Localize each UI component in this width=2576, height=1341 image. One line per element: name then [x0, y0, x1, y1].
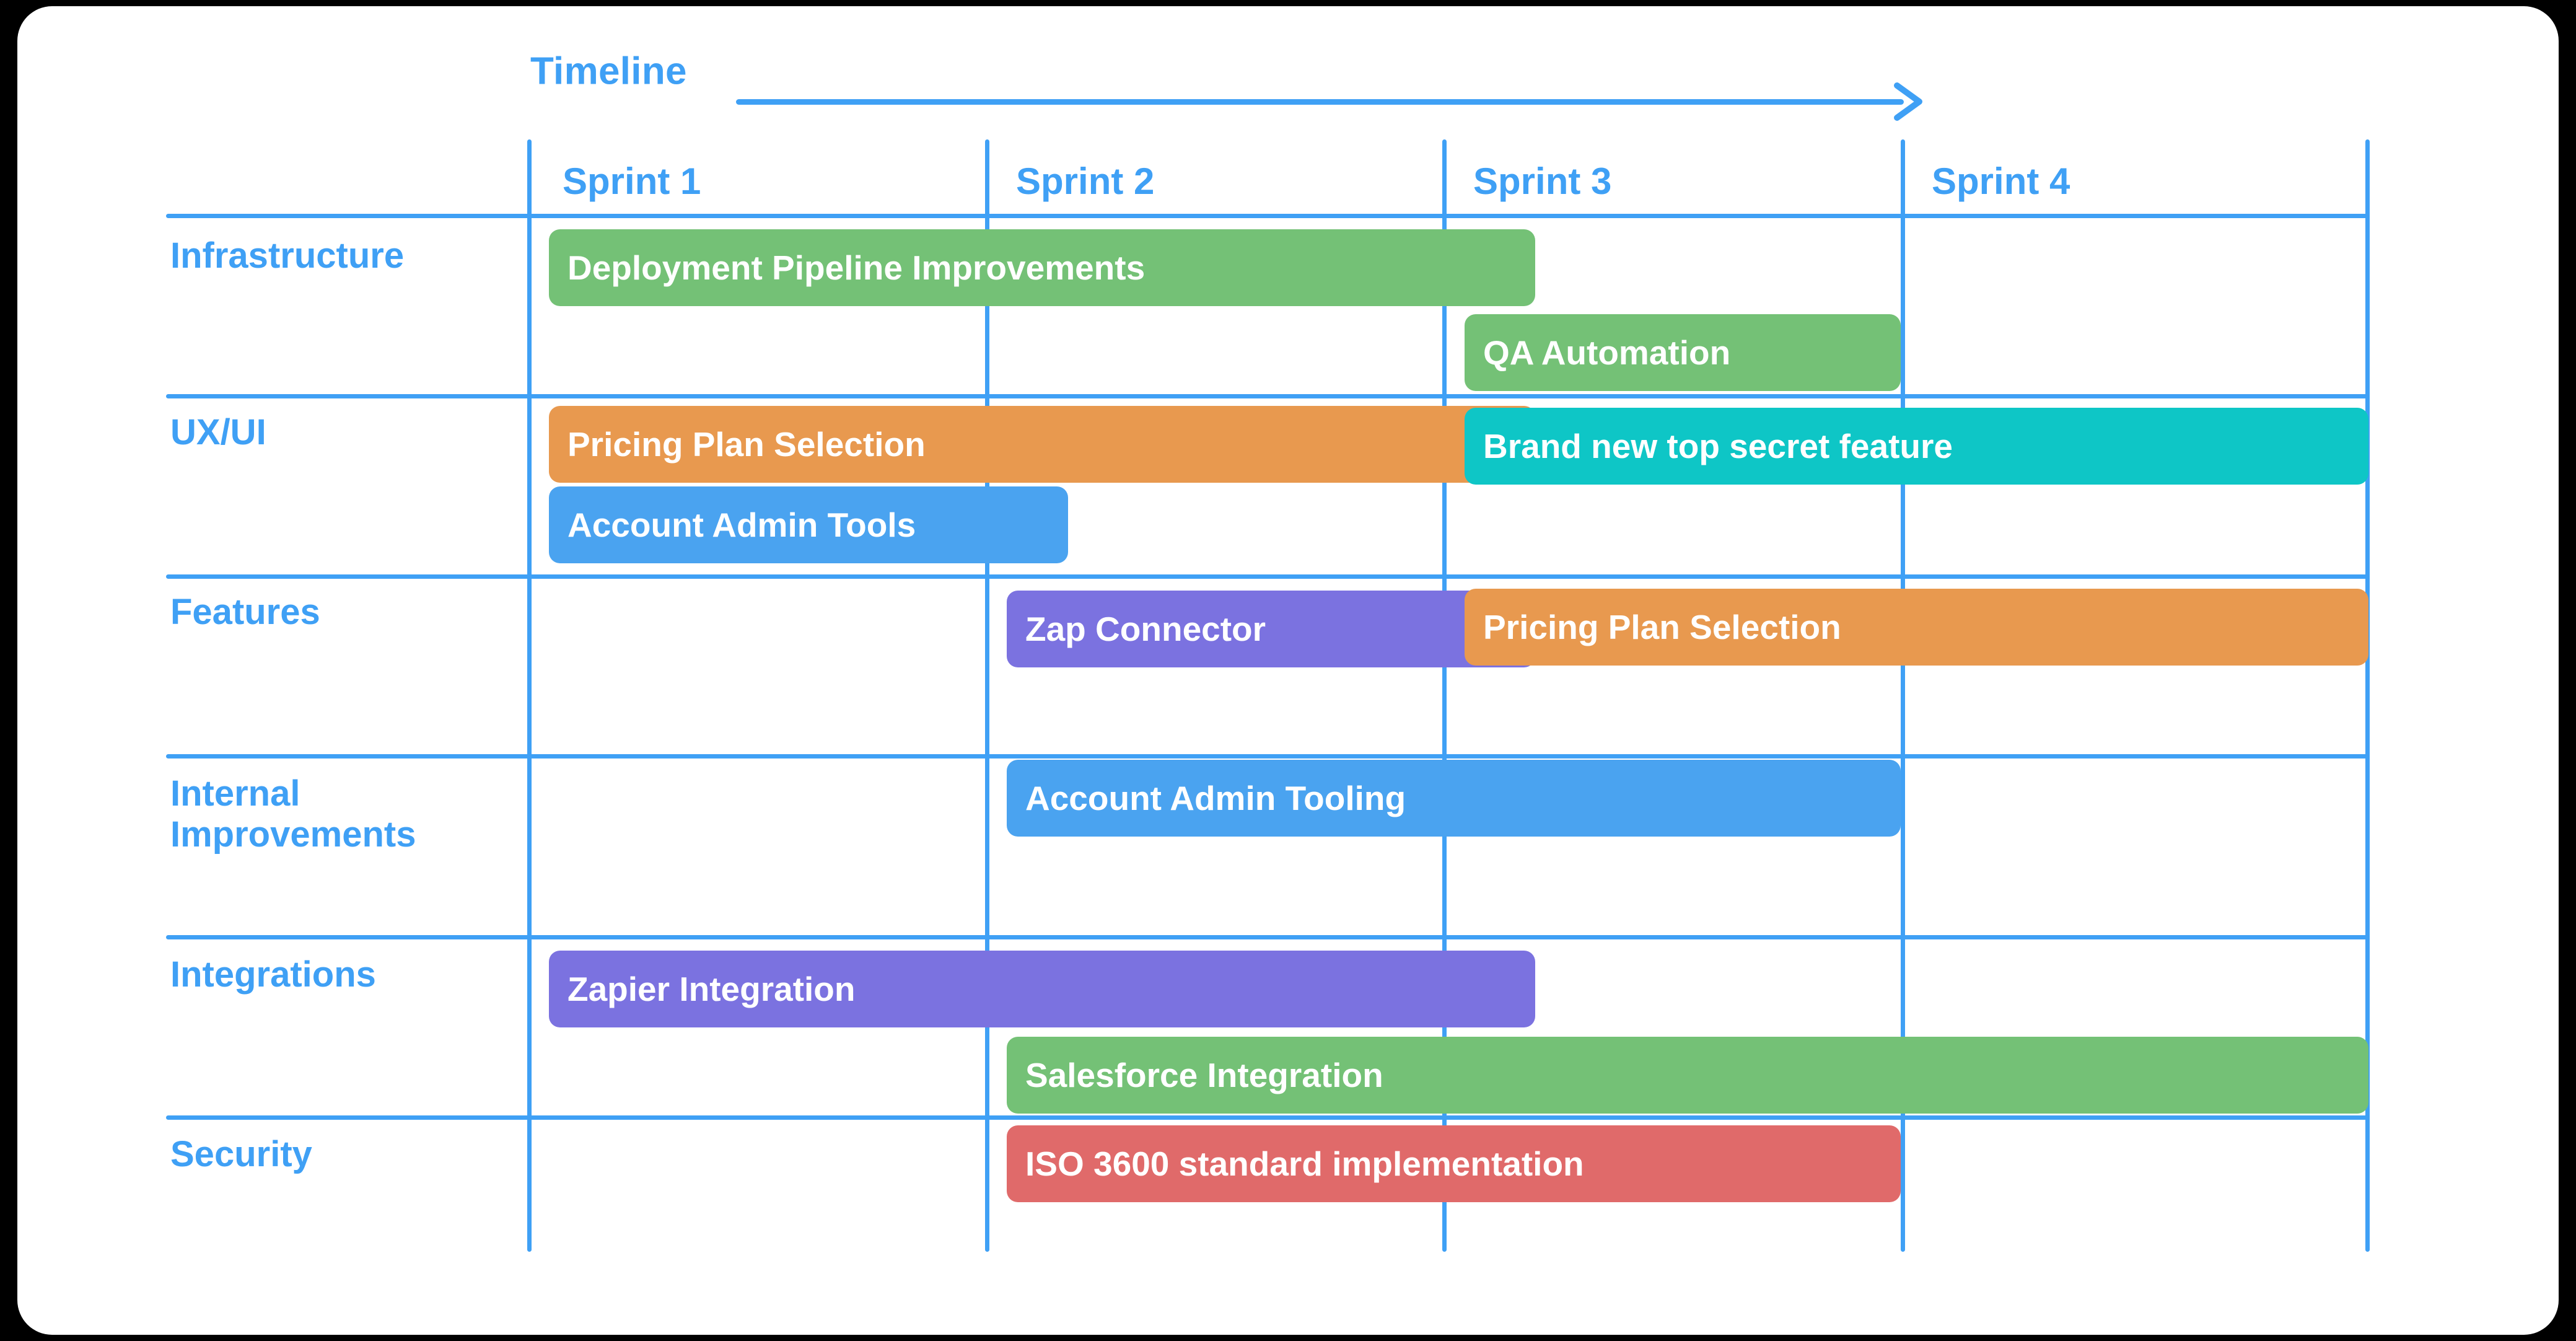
bar-pricing-plan-selection-uxui[interactable]: Pricing Plan Selection — [549, 406, 1535, 483]
roadmap-card: Timeline Sprint 1 Sprint 2 Sprint 3 Spri… — [17, 6, 2559, 1335]
row-label-integrations: Integrations — [170, 954, 376, 995]
bar-label: Pricing Plan Selection — [567, 425, 926, 464]
bar-label: QA Automation — [1483, 333, 1731, 372]
grid-vline-right — [2365, 139, 2370, 1252]
bar-label: Zap Connector — [1025, 610, 1266, 648]
row-label-infrastructure: Infrastructure — [170, 235, 405, 276]
timeline-axis-line — [736, 99, 1904, 105]
bar-label: Salesforce Integration — [1025, 1056, 1383, 1094]
bar-label: Deployment Pipeline Improvements — [567, 248, 1146, 287]
bar-label: Account Admin Tooling — [1025, 779, 1406, 817]
bar-label: Pricing Plan Selection — [1483, 608, 1841, 646]
grid-vline-col3 — [1442, 139, 1447, 1252]
bar-account-admin-tooling[interactable]: Account Admin Tooling — [1007, 760, 1901, 837]
bar-label: Brand new top secret feature — [1483, 427, 1953, 465]
row-label-features: Features — [170, 592, 320, 632]
timeline-label: Timeline — [530, 50, 687, 93]
bar-iso-3600-standard-implementation[interactable]: ISO 3600 standard implementation — [1007, 1125, 1901, 1202]
grid-vline-col4 — [1901, 139, 1905, 1252]
grid-hline-row4 — [166, 935, 2370, 939]
bar-label: Zapier Integration — [567, 970, 856, 1008]
timeline-header: Timeline — [17, 6, 2559, 121]
row-label-ux-ui: UX/UI — [170, 412, 266, 452]
grid-hline-row5 — [166, 1115, 2370, 1120]
grid-hline-row2 — [166, 574, 2370, 579]
bar-deployment-pipeline-improvements[interactable]: Deployment Pipeline Improvements — [549, 229, 1535, 306]
bar-label: ISO 3600 standard implementation — [1025, 1145, 1584, 1183]
bar-zapier-integration[interactable]: Zapier Integration — [549, 951, 1535, 1027]
bar-account-admin-tools[interactable]: Account Admin Tools — [549, 486, 1068, 563]
bar-salesforce-integration[interactable]: Salesforce Integration — [1007, 1037, 2368, 1114]
grid-vline-col1 — [527, 139, 532, 1252]
row-label-security: Security — [170, 1134, 312, 1174]
bar-brand-new-top-secret-feature[interactable]: Brand new top secret feature — [1465, 408, 2368, 485]
bar-pricing-plan-selection-features[interactable]: Pricing Plan Selection — [1465, 589, 2368, 666]
column-header-sprint-1: Sprint 1 — [563, 160, 701, 202]
grid-hline-header — [166, 214, 2370, 218]
bar-label: Account Admin Tools — [567, 506, 916, 544]
arrow-right-icon — [1894, 82, 1922, 121]
bar-zap-connector[interactable]: Zap Connector — [1007, 591, 1535, 667]
bar-qa-automation[interactable]: QA Automation — [1465, 314, 1901, 391]
column-header-sprint-3: Sprint 3 — [1473, 160, 1612, 202]
grid-hline-row3 — [166, 754, 2370, 758]
grid-hline-row1 — [166, 394, 2370, 398]
column-header-sprint-2: Sprint 2 — [1016, 160, 1155, 202]
row-label-internal-improvements: Internal Improvements — [170, 773, 416, 855]
grid-vline-col2 — [985, 139, 989, 1252]
column-header-sprint-4: Sprint 4 — [1932, 160, 2070, 202]
